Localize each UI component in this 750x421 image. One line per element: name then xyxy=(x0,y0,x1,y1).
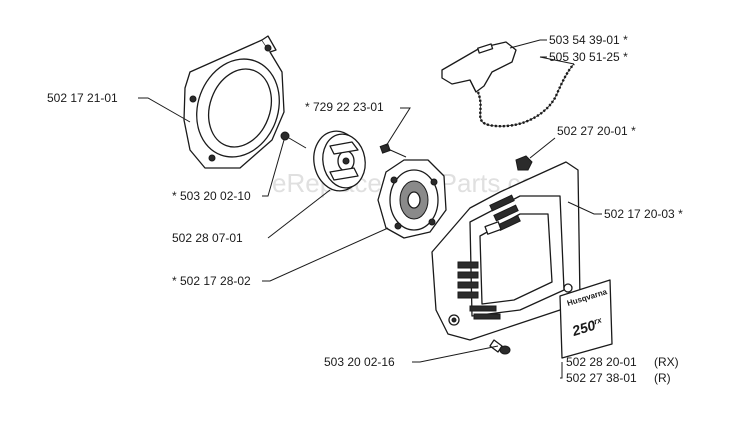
rewind-spring-part xyxy=(377,159,447,239)
nut-part xyxy=(515,137,556,171)
center-screw-part xyxy=(379,143,407,158)
label-decal-r-variant: (R) xyxy=(654,371,671,385)
model-decal: Husqvarna 250rx xyxy=(559,279,613,359)
label-decal-rx-variant: (RX) xyxy=(654,355,679,369)
label-rope: 505 30 51-25 * xyxy=(549,50,628,64)
cover-vent-grille xyxy=(457,194,521,320)
part-labels: 502 17 21-01 * 503 20 02-10 502 28 07-01… xyxy=(47,33,683,385)
label-handle: 503 54 39-01 * xyxy=(549,33,628,47)
label-fan-housing: 502 17 21-01 xyxy=(47,91,118,105)
label-decal-rx-number: 502 28 20-01 xyxy=(566,355,637,369)
label-cover-screw: 503 20 02-16 xyxy=(324,355,395,369)
leader-lines xyxy=(138,39,602,379)
label-decal-r-number: 502 27 38-01 xyxy=(566,371,637,385)
pulley-part xyxy=(313,130,366,192)
decal-model: 250rx xyxy=(569,314,605,339)
starter-cover-part xyxy=(431,161,581,341)
starter-rope-part xyxy=(476,63,575,128)
fan-housing-part xyxy=(183,35,285,169)
label-rewind-spring: * 502 17 28-02 xyxy=(172,274,251,288)
label-center-screw: * 729 22 23-01 xyxy=(305,100,384,114)
starter-handle-part xyxy=(441,41,517,93)
label-cover: 502 17 20-03 * xyxy=(604,207,683,221)
label-pulley-screw: * 503 20 02-10 xyxy=(172,189,251,203)
pulley-screw-part xyxy=(280,131,307,149)
label-nut: 502 27 20-01 * xyxy=(557,124,636,138)
label-pulley: 502 28 07-01 xyxy=(172,231,243,245)
